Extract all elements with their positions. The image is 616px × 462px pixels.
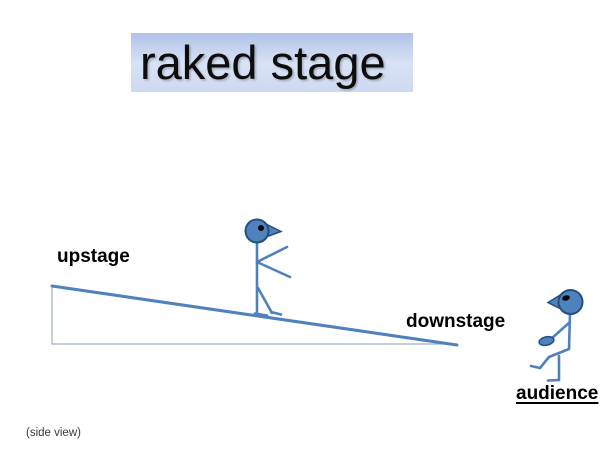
audience-eye (562, 295, 570, 301)
audience-shin (538, 355, 551, 370)
audience-stick-figure (529, 289, 584, 382)
audience-thigh (547, 347, 571, 359)
audience-label: audience (516, 383, 599, 404)
side-view-caption: (side view) (26, 427, 81, 439)
ramp-thin-edges (51, 286, 456, 345)
title-box: raked stage (131, 33, 413, 92)
ramp-slope-line (50, 284, 459, 347)
slide-title: raked stage (140, 36, 386, 89)
performer-head (244, 218, 270, 244)
performer-arm-lower (255, 260, 292, 279)
upstage-label: upstage (57, 246, 130, 267)
performer-arm-upper (255, 245, 289, 264)
performer-foot-left (253, 312, 269, 317)
performer-foot-right (269, 310, 283, 316)
downstage-label: downstage (406, 311, 506, 332)
audience-foot-back (546, 378, 561, 382)
audience-foot-front (529, 364, 542, 370)
audience-head (557, 289, 584, 315)
stage-ramp (50, 284, 459, 347)
audience-arm (549, 320, 572, 341)
performer-stick-figure (244, 218, 292, 317)
performer-leg-right (256, 286, 274, 315)
performer-eye (258, 225, 264, 231)
audience-body (567, 311, 572, 351)
audience-hand (538, 335, 555, 347)
